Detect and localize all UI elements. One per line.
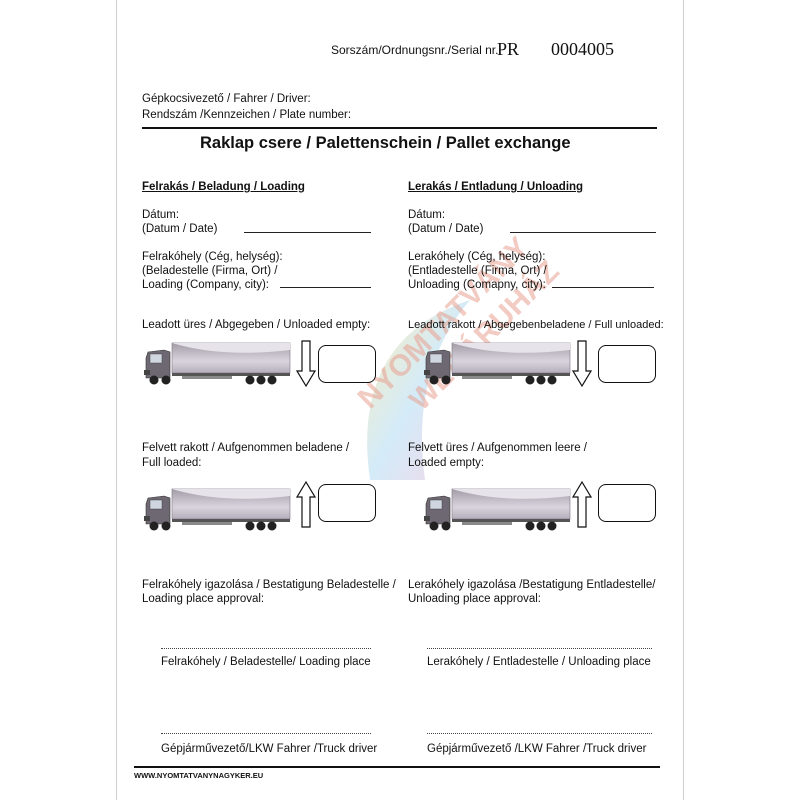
unloading-approval-label: Lerakóhely igazolása /Bestatigung Entlad… xyxy=(408,579,656,591)
unloading-place-field[interactable] xyxy=(552,287,654,288)
loading-date-field[interactable] xyxy=(244,232,371,233)
driver-label: Gépkocsivezető / Fahrer / Driver: xyxy=(142,93,311,105)
unloading-date-label: Dátum: xyxy=(408,209,446,221)
full-loaded-count-box[interactable] xyxy=(318,484,376,522)
loading-date-label: Dátum: xyxy=(142,209,180,221)
truck-icon xyxy=(143,488,291,531)
unloading-driver-signature-line[interactable] xyxy=(427,733,652,734)
serial-label: Sorszám/Ordnungsnr./Serial nr. xyxy=(331,43,499,57)
unloading-place-sub2: Unloading (Comapny, city): xyxy=(408,279,546,291)
loaded-empty-sub: Loaded empty: xyxy=(408,457,485,469)
unloading-date-sub: (Datum / Date) xyxy=(408,223,484,235)
unloading-approval-sub: Unloading place approval: xyxy=(408,593,541,605)
loading-place-signature-line[interactable] xyxy=(161,648,371,649)
loading-place-label: Felrakóhely (Cég, helység): xyxy=(142,251,283,263)
serial-prefix: PR xyxy=(497,39,520,59)
loading-place-signature-label: Felrakóhely / Beladestelle/ Loading plac… xyxy=(161,656,371,668)
loading-place-sub1: (Beladestelle (Firma, Ort) / xyxy=(142,265,278,277)
loading-driver-signature-line[interactable] xyxy=(161,733,371,734)
arrow-down-icon xyxy=(296,340,316,388)
full-loaded-label: Felvett rakott / Aufgenommen beladene / xyxy=(142,442,350,454)
loading-driver-signature-label: Gépjárművezető/LKW Fahrer /Truck driver xyxy=(161,743,378,755)
unloaded-empty-label: Leadott üres / Abgegeben / Unloaded empt… xyxy=(142,319,371,331)
footer-divider xyxy=(134,766,660,768)
unloaded-empty-count-box[interactable] xyxy=(318,345,376,383)
unloading-place-signature-line[interactable] xyxy=(427,648,652,649)
unloading-place-label: Lerakóhely (Cég, helység): xyxy=(408,251,546,263)
loaded-empty-count-box[interactable] xyxy=(598,484,656,522)
loading-date-sub: (Datum / Date) xyxy=(142,223,218,235)
unloading-heading: Lerakás / Entladung / Unloading xyxy=(408,181,584,193)
footer-website: WWW.NYOMTATVANYNAGYKER.EU xyxy=(134,771,264,780)
loading-place-sub2: Loading (Company, city): xyxy=(142,279,269,291)
full-unloaded-count-box[interactable] xyxy=(598,345,656,383)
full-unloaded-label: Leadott rakott / Abgegebenbeladene / Ful… xyxy=(408,319,664,331)
form-title: Raklap csere / Palettenschein / Pallet e… xyxy=(200,134,571,152)
serial-number: 0004005 xyxy=(551,39,614,59)
loading-heading: Felrakás / Beladung / Loading xyxy=(142,181,305,193)
loading-approval-sub: Loading place approval: xyxy=(142,593,265,605)
unloading-place-sub1: (Entladestelle (Firma, Ort) / xyxy=(408,265,547,277)
loading-approval-label: Felrakóhely igazolása / Bestatigung Bela… xyxy=(142,579,396,591)
loaded-empty-label: Felvett üres / Aufgenommen leere / xyxy=(408,442,587,454)
plate-label: Rendszám /Kennzeichen / Plate number: xyxy=(142,109,352,121)
arrow-up-icon xyxy=(572,480,592,528)
unloading-place-signature-label: Lerakóhely / Entladestelle / Unloading p… xyxy=(427,656,651,668)
arrow-down-icon xyxy=(572,340,592,388)
truck-icon xyxy=(143,342,291,385)
header-divider xyxy=(142,127,657,129)
truck-icon xyxy=(423,488,571,531)
truck-icon xyxy=(423,342,571,385)
full-loaded-sub: Full loaded: xyxy=(142,457,202,469)
loading-place-field[interactable] xyxy=(280,287,371,288)
unloading-driver-signature-label: Gépjárművezető /LKW Fahrer /Truck driver xyxy=(427,743,647,755)
unloading-date-field[interactable] xyxy=(510,232,656,233)
arrow-up-icon xyxy=(296,480,316,528)
